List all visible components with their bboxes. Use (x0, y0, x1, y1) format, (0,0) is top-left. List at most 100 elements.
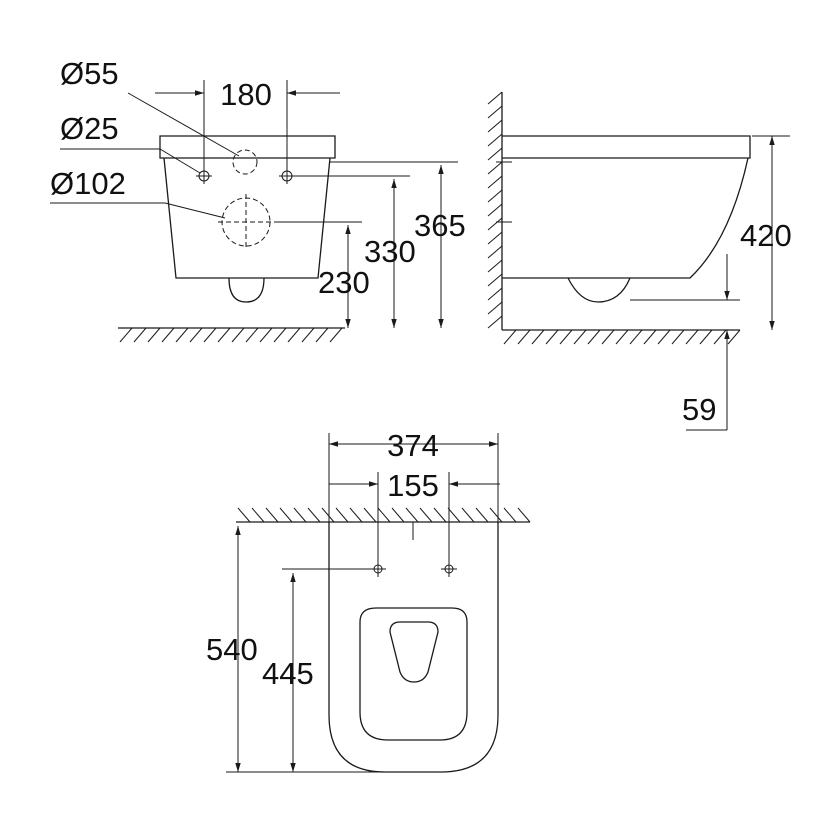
hatch-stroke (405, 507, 419, 523)
hatch-stroke (487, 203, 503, 217)
wall-hatching (487, 91, 503, 329)
dim-59-label: 59 (682, 392, 716, 427)
hatch-stroke (251, 507, 265, 523)
hatch-stroke (559, 329, 573, 345)
hatch-stroke (615, 329, 629, 345)
hatch-stroke (643, 329, 657, 345)
hatch-stroke (487, 175, 503, 189)
hatch-stroke (237, 507, 251, 523)
hatch-stroke (329, 327, 343, 343)
dia25-label: Ø25 (60, 111, 119, 146)
leader-dia102 (164, 202, 226, 219)
dia102-label: Ø102 (50, 166, 126, 201)
hatch-stroke (487, 259, 503, 273)
dim-374-label: 374 (387, 428, 439, 463)
hatch-stroke (545, 329, 559, 345)
hatch-stroke (601, 329, 615, 345)
hatch-stroke (161, 327, 175, 343)
hatch-stroke (503, 329, 517, 345)
hatch-stroke (259, 327, 273, 343)
hatch-stroke (119, 327, 133, 343)
hatch-stroke (685, 329, 699, 345)
hatch-stroke (699, 329, 713, 345)
hatch-stroke (315, 327, 329, 343)
hatch-stroke (203, 327, 217, 343)
dim-230-label: 230 (318, 265, 370, 300)
hatch-stroke (293, 507, 307, 523)
hatch-stroke (531, 329, 545, 345)
plan-view: 374 155 540 445 (206, 428, 531, 773)
hatch-stroke (487, 315, 503, 329)
hatch-stroke (447, 507, 461, 523)
dim-365-label: 365 (414, 208, 466, 243)
hatch-stroke (487, 245, 503, 259)
hole-55 (232, 149, 258, 175)
dim-420-label: 420 (740, 218, 792, 253)
hatch-stroke (189, 327, 203, 343)
hatch-stroke (391, 507, 405, 523)
hatch-stroke (321, 507, 335, 523)
hatch-stroke (487, 231, 503, 245)
hatch-stroke (713, 329, 727, 345)
hatch-stroke (273, 327, 287, 343)
leader-dia25 (159, 148, 201, 174)
hatch-stroke (217, 327, 231, 343)
dim-155-label: 155 (387, 468, 439, 503)
hatch-stroke (671, 329, 685, 345)
plan-seat-opening (359, 607, 468, 741)
hatch-stroke (487, 119, 503, 133)
hatch-stroke (517, 507, 531, 523)
bowl-body (163, 157, 331, 279)
hatch-stroke (587, 329, 601, 345)
bowl-top-rim (159, 135, 336, 159)
hatch-stroke (231, 327, 245, 343)
hatch-stroke (487, 273, 503, 287)
plan-wall-hatching (237, 507, 531, 523)
hatch-stroke (433, 507, 447, 523)
hatch-stroke (517, 329, 531, 345)
hatch-stroke (487, 105, 503, 119)
trap-outline (228, 277, 265, 303)
hatch-stroke (133, 327, 147, 343)
profile-top-rim (502, 135, 751, 159)
front-elevation-view: 180 365 330 230 Ø55 Ø25 Ø102 (50, 56, 466, 343)
hatch-stroke (279, 507, 293, 523)
hatch-stroke (487, 161, 503, 175)
hatch-stroke (301, 327, 315, 343)
hatch-stroke (487, 189, 503, 203)
hatch-stroke (307, 507, 321, 523)
dim-330-label: 330 (364, 234, 416, 269)
hatch-stroke (349, 507, 363, 523)
hatch-stroke (287, 327, 301, 343)
floor-hatching-profile (503, 329, 741, 345)
hatch-stroke (657, 329, 671, 345)
dim-180-label: 180 (220, 77, 272, 112)
hatch-stroke (175, 327, 189, 343)
profile-bowl-curve (502, 157, 749, 279)
hatch-stroke (461, 507, 475, 523)
hatch-stroke (335, 507, 349, 523)
hatch-stroke (487, 301, 503, 315)
hatch-stroke (265, 507, 279, 523)
hatch-stroke (147, 327, 161, 343)
hatch-stroke (245, 327, 259, 343)
plan-bowl-outline (328, 522, 499, 773)
dim-540-label: 540 (206, 632, 258, 667)
hatch-stroke (419, 507, 433, 523)
dim-445-label: 445 (262, 656, 314, 691)
leader-dia55 (127, 92, 240, 157)
profile-elevation-view: 420 59 (487, 91, 792, 431)
hatch-stroke (487, 133, 503, 147)
hatch-stroke (503, 507, 517, 523)
dia55-label: Ø55 (60, 56, 119, 91)
hatch-stroke (629, 329, 643, 345)
hatch-stroke (487, 217, 503, 231)
hatch-stroke (487, 91, 503, 105)
floor-hatching (119, 327, 343, 343)
hatch-stroke (573, 329, 587, 345)
hatch-stroke (475, 507, 489, 523)
hatch-stroke (487, 287, 503, 301)
plan-bowl-drain (389, 621, 439, 683)
hatch-stroke (377, 507, 391, 523)
